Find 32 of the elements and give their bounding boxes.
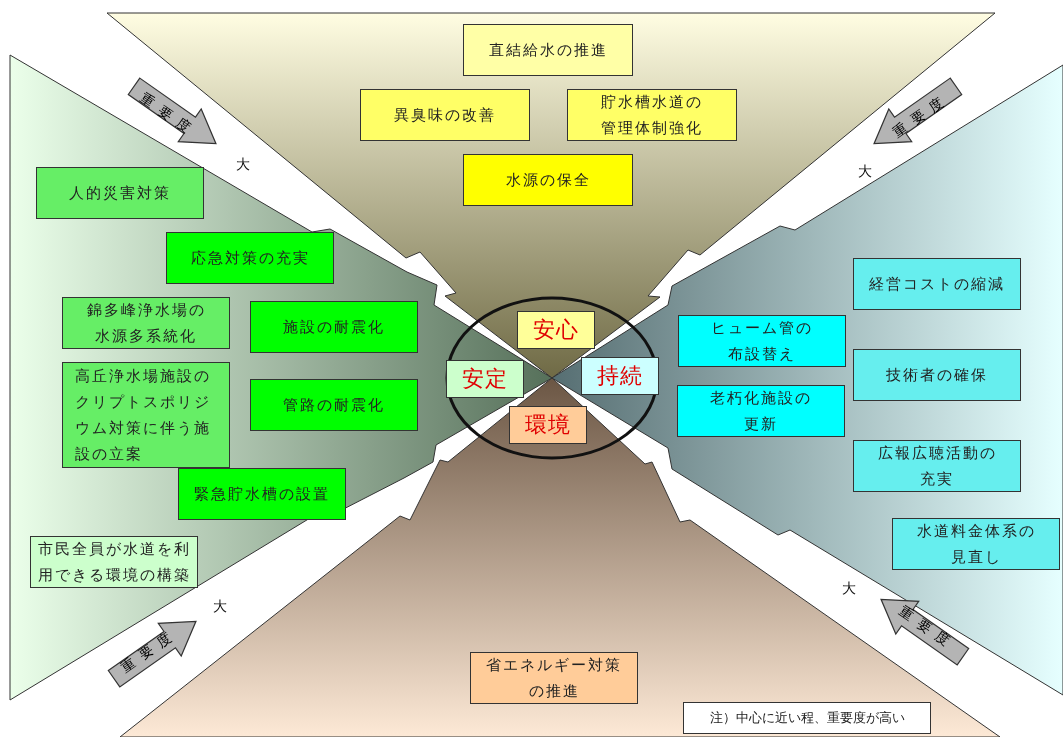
magnitude-label: 大 <box>842 580 856 598</box>
arrow-label: 重要度 <box>117 624 181 676</box>
measure-box: 高丘浄水場施設のクリプトスポリジウム対策に伴う施設の立案 <box>62 362 230 468</box>
magnitude-label: 大 <box>236 156 250 174</box>
measure-box: ヒューム管の布設替え <box>678 315 846 367</box>
measure-box: 管路の耐震化 <box>250 379 418 431</box>
measure-box: 緊急貯水槽の設置 <box>178 468 346 520</box>
measure-box: 応急対策の充実 <box>166 232 334 284</box>
measure-box: 市民全員が水道を利用できる環境の構築 <box>30 536 198 588</box>
keyword-box: 安心 <box>517 311 595 349</box>
arrow-label: 重要度 <box>137 89 201 141</box>
arrow-label: 重要度 <box>889 89 953 141</box>
measure-box: 施設の耐震化 <box>250 301 418 353</box>
measure-box: 貯水槽水道の管理体制強化 <box>567 89 737 141</box>
arrow-label: 重要度 <box>896 602 960 654</box>
keyword-box: 環境 <box>509 406 587 444</box>
note-box: 注）中心に近い程、重要度が高い <box>683 702 931 734</box>
keyword-box: 持続 <box>581 357 659 395</box>
magnitude-label: 大 <box>213 598 227 616</box>
measure-box: 異臭味の改善 <box>360 89 530 141</box>
measure-box: 省エネルギー対策の推進 <box>470 652 638 704</box>
magnitude-label: 大 <box>858 163 872 181</box>
measure-box: 広報広聴活動の充実 <box>853 440 1021 492</box>
measure-box: 水道料金体系の見直し <box>892 518 1060 570</box>
keyword-box: 安定 <box>446 360 524 398</box>
measure-box: 人的災害対策 <box>36 167 204 219</box>
measure-box: 老朽化施設の更新 <box>677 385 845 437</box>
measure-box: 錦多峰浄水場の水源多系統化 <box>62 297 230 349</box>
measure-box: 技術者の確保 <box>853 349 1021 401</box>
measure-box: 直結給水の推進 <box>463 24 633 76</box>
measure-box: 水源の保全 <box>463 154 633 206</box>
measure-box: 経営コストの縮減 <box>853 258 1021 310</box>
